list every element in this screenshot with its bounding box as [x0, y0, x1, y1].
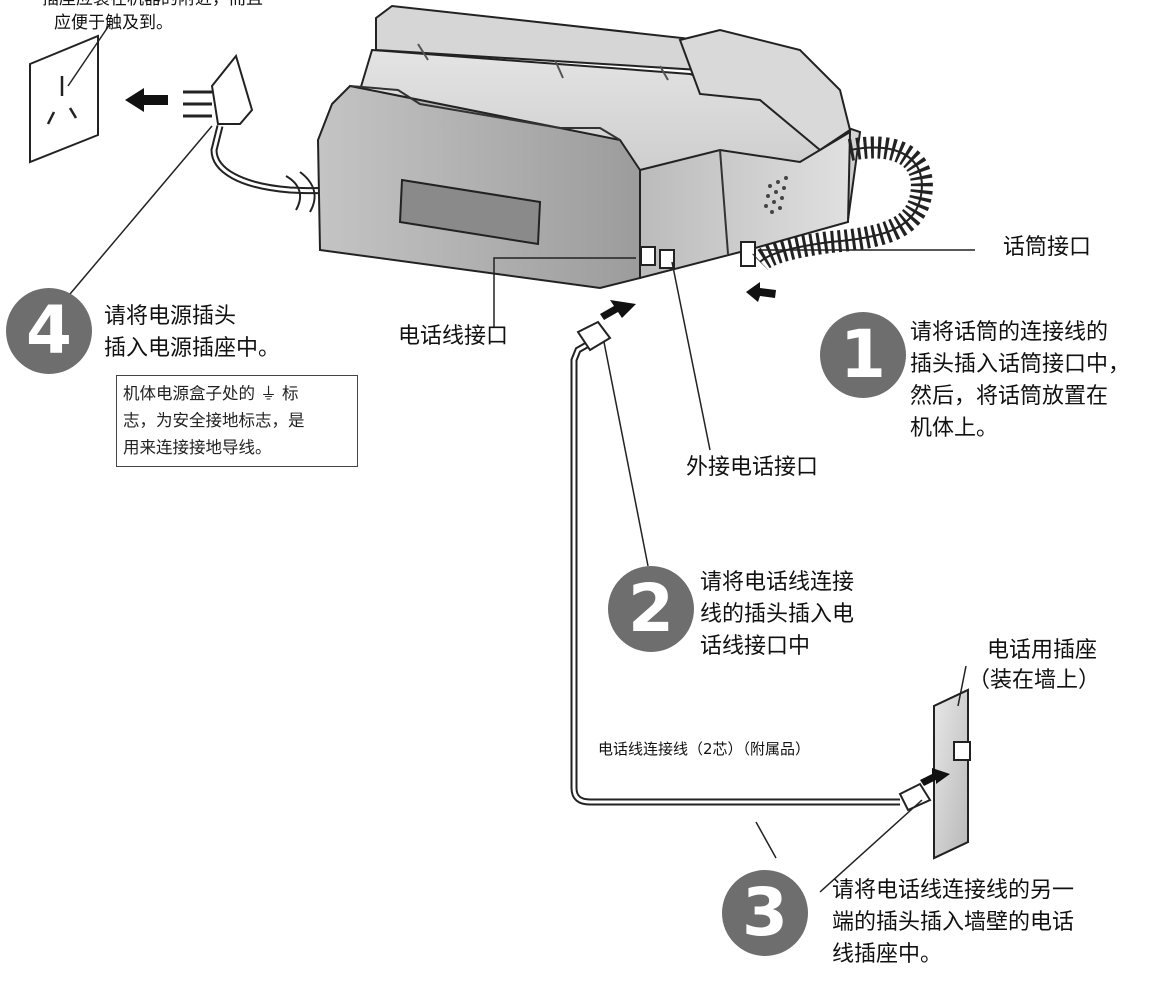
leader-lines [67, 23, 975, 893]
wall-telephone-jack [933, 688, 971, 860]
speaker-grille [764, 176, 788, 214]
power-note-line-1: 插座应装在机器的附近，而且 [42, 0, 263, 10]
wall-jack-label-line-2: （装在墙上） [968, 668, 1101, 693]
step-1-line-4: 机体上。 [910, 416, 999, 441]
ground-note-box: 机体电源盒子处的 ⏚ 标 志，为安全接地标志，是 用来连接接地导线。 [116, 375, 358, 467]
step-2-line-3: 话线接口中 [700, 634, 811, 659]
ground-note-line-3: 用来连接接地导线。 [123, 438, 272, 457]
step-3-line-3: 线插座中。 [832, 942, 943, 967]
phone-line-port-label: 电话线接口 [398, 324, 509, 349]
step-4-line-2: 插入电源插座中。 [104, 336, 281, 361]
step-3-line-1: 请将电话线连接线的另一 [832, 878, 1075, 903]
ground-note-line-1: 机体电源盒子处的 ⏚ 标 [123, 384, 299, 403]
handset-arrow-icon [746, 282, 776, 302]
fax-machine [316, 4, 862, 290]
phone-line-cord [570, 320, 932, 812]
step-1-line-3: 然后，将话筒放置在 [910, 384, 1109, 409]
step-2-line-2: 线的插头插入电 [700, 602, 855, 627]
coiled-handset-cord [752, 136, 933, 271]
wall-insert-arrow-icon [920, 768, 950, 786]
wall-power-socket [29, 34, 99, 164]
cord-label: 电话线连接线（2芯）（附属品） [598, 740, 811, 758]
step-3-badge: 3 [722, 870, 808, 956]
step-2-line-1: 请将电话线连接 [700, 570, 855, 595]
step-2-badge: 2 [608, 566, 694, 652]
step-1-badge: 1 [820, 312, 906, 398]
wall-jack-label-line-1: 电话用插座 [987, 638, 1098, 663]
unplug-arrow-icon [125, 88, 168, 112]
insert-arrow-icon [600, 300, 636, 320]
step-1-line-1: 请将话筒的连接线的 [910, 320, 1109, 345]
step-4-line-1: 请将电源插头 [104, 304, 237, 329]
external-phone-port-label: 外接电话接口 [686, 455, 819, 480]
ground-note-line-2: 志，为安全接地标志，是 [123, 411, 305, 430]
phone-line-jack-icon [640, 246, 656, 266]
step-1-line-2: 插头插入话筒接口中， [910, 352, 1131, 377]
handset-jack-icon [740, 241, 756, 267]
power-note-line-2: 应便于触及到。 [54, 13, 173, 33]
step-4-badge: 4 [6, 288, 92, 374]
external-phone-jack-icon [659, 249, 675, 269]
step-3-line-2: 端的插头插入墙壁的电话 [832, 910, 1075, 935]
handset-port-label: 话筒接口 [1003, 235, 1092, 260]
